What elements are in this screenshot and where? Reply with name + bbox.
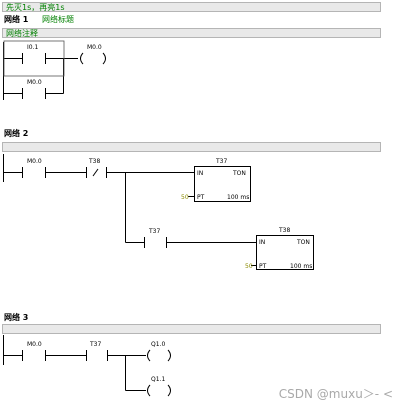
timer-t37-type: TON: [232, 170, 246, 177]
contact-m00-branch[interactable]: [22, 88, 46, 99]
contact-t38-label: T38: [88, 158, 100, 165]
contact-m00-net2-label: M0.0: [27, 158, 42, 165]
contact-m00-branch-label: M0.0: [27, 79, 42, 86]
network-3-title[interactable]: 网络 3: [4, 313, 29, 322]
contact-t37-net2[interactable]: [144, 237, 167, 248]
timer-t37-name: T37: [215, 158, 227, 165]
coil-m00-label: M0.0: [87, 44, 102, 51]
network-2-comment-bar[interactable]: [2, 142, 381, 152]
coil-q11-label: Q1.1: [151, 376, 165, 383]
program-comment-text: 先灭1s，再亮1s: [6, 3, 65, 12]
network-1-comment-bar[interactable]: 网络注释: [2, 28, 381, 38]
network-2-rung: [4, 172, 256, 266]
timer-t37-in-pin: IN: [197, 170, 203, 177]
coil-m00[interactable]: [80, 52, 106, 65]
timer-t37-preset-value[interactable]: 50: [181, 194, 189, 201]
contact-t38-normally-closed[interactable]: [86, 167, 107, 178]
timer-t38-pt-pin: PT: [259, 263, 267, 270]
contact-m00-net3[interactable]: [22, 350, 46, 361]
timer-t38-block[interactable]: [256, 235, 314, 270]
selection-box: [3, 40, 65, 77]
timer-t37-pt-pin: PT: [197, 194, 205, 201]
timer-t38-timebase: 100 ms: [290, 263, 312, 270]
program-comment-bar[interactable]: 先灭1s，再亮1s: [2, 2, 381, 12]
contact-i01-label: I0.1: [27, 44, 38, 51]
timer-t38-in-pin: IN: [259, 239, 265, 246]
coil-q11[interactable]: [147, 384, 171, 397]
contact-t37-net3[interactable]: [86, 350, 108, 361]
contact-i01[interactable]: [22, 53, 46, 64]
timer-t37-timebase: 100 ms: [227, 194, 249, 201]
timer-t38-preset-value[interactable]: 50: [245, 263, 253, 270]
watermark: CSDN @muxu＞- <: [278, 387, 393, 401]
network-1-subtitle[interactable]: 网络标题: [42, 15, 74, 24]
network-2-title[interactable]: 网络 2: [4, 129, 29, 138]
network-1-title[interactable]: 网络 1: [4, 15, 29, 24]
coil-q10-label: Q1.0: [151, 341, 165, 348]
contact-m00-net3-label: M0.0: [27, 341, 42, 348]
coil-q10[interactable]: [147, 349, 171, 362]
network-1-comment-text: 网络注释: [6, 29, 38, 38]
timer-t38-type: TON: [296, 239, 310, 246]
timer-t37-block[interactable]: [194, 166, 251, 202]
network-3-rung: [4, 355, 146, 391]
contact-m00-net2[interactable]: [22, 167, 46, 178]
timer-t38-name: T38: [278, 227, 290, 234]
network-3-comment-bar[interactable]: [2, 324, 381, 334]
contact-t37-net3-label: T37: [89, 341, 101, 348]
contact-t37-net2-label: T37: [148, 228, 160, 235]
